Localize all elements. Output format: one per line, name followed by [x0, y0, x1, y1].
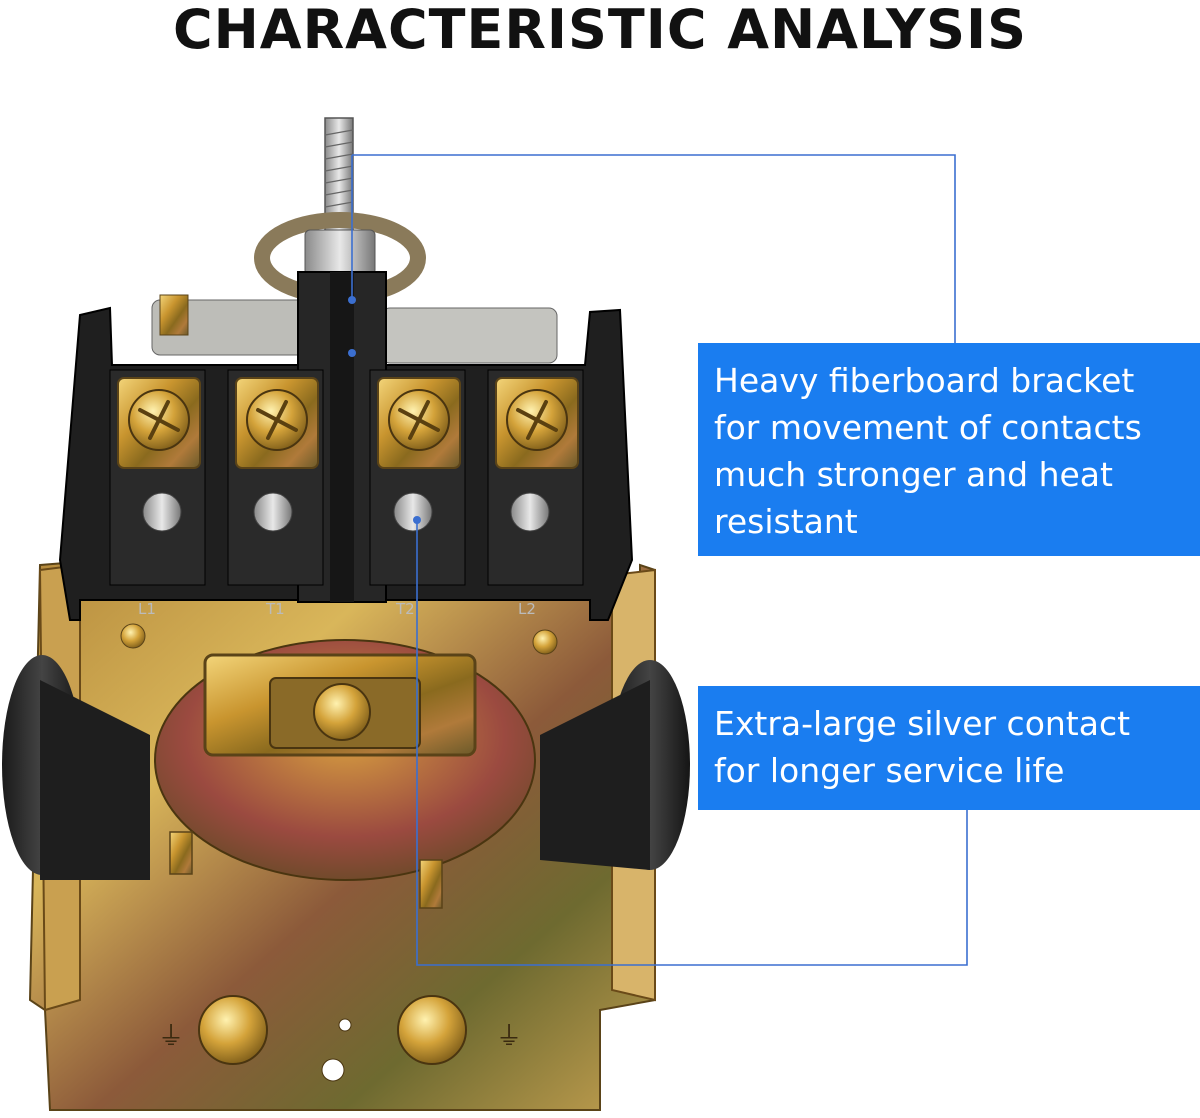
- mounting-hole: [321, 1058, 345, 1082]
- callout-text-line: for longer service life: [714, 751, 1065, 790]
- callout-silver-contact: Extra-large silver contact for longer se…: [698, 686, 1200, 810]
- stud: [419, 859, 443, 909]
- callout-text-line: much stronger and heat: [714, 455, 1113, 494]
- page-title: CHARACTERISTIC ANALYSIS: [172, 0, 1027, 61]
- terminal-label-t1: T1: [265, 600, 285, 618]
- callout-text-line: resistant: [714, 502, 858, 541]
- terminal-label-t2: T2: [395, 600, 415, 618]
- leader-line-1: [351, 154, 956, 343]
- ground-symbol: ⏚: [158, 1022, 184, 1052]
- right-cone: [540, 680, 650, 870]
- silver-contact: [253, 492, 293, 532]
- silver-contact: [142, 492, 182, 532]
- mounting-screw: [198, 995, 268, 1065]
- diaphragm-screw: [313, 683, 371, 741]
- silver-contact: [510, 492, 550, 532]
- leader-dot-2: [413, 516, 421, 524]
- callout-fiberboard-bracket: Heavy fiberboard bracket for movement of…: [698, 343, 1200, 556]
- mounting-screw: [397, 995, 467, 1065]
- ground-symbol: ⏚: [496, 1022, 522, 1052]
- nut: [304, 229, 376, 276]
- silver-contact: [393, 492, 433, 532]
- leader-line-2: [416, 520, 968, 966]
- left-cone: [40, 680, 150, 880]
- leader-dot-1: [348, 296, 356, 304]
- terminal-label-l1: L1: [138, 600, 156, 618]
- terminal-label-l2: L2: [518, 600, 536, 618]
- stud: [169, 831, 193, 875]
- callout-text-line: Heavy fiberboard bracket: [714, 361, 1135, 400]
- callout-text-line: for movement of contacts: [714, 408, 1142, 447]
- callout-text-line: Extra-large silver contact: [714, 704, 1131, 743]
